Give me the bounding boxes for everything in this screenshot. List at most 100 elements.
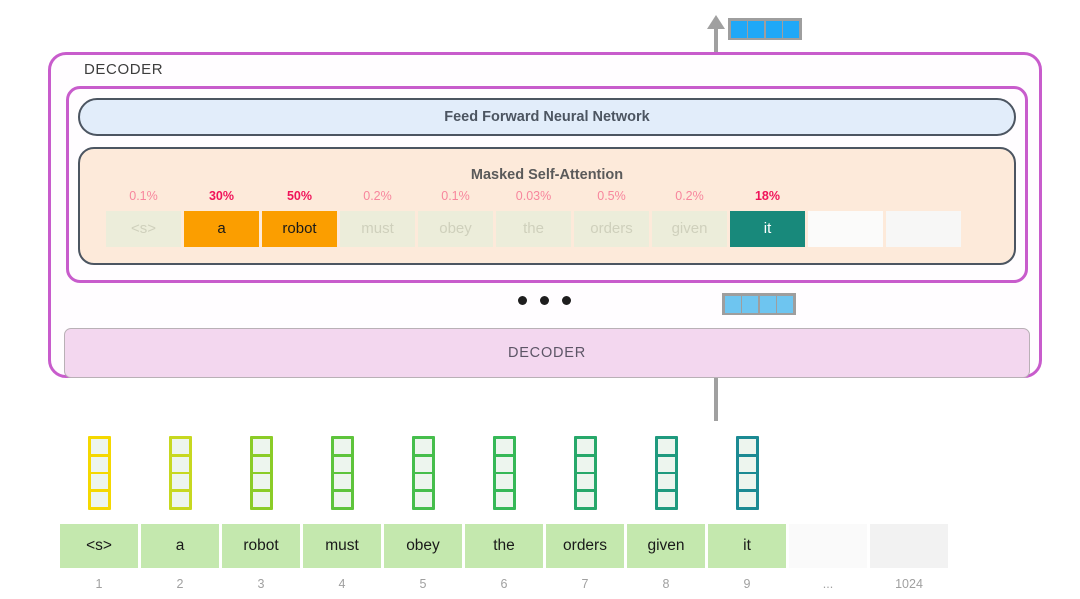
input-token-cell[interactable]: obey [384, 524, 462, 568]
embedding-cell [252, 439, 270, 454]
input-token-index: 5 [419, 577, 427, 591]
attention-token-cell[interactable]: it [730, 211, 805, 247]
input-token-index: 1 [95, 577, 103, 591]
embedding-column [546, 436, 624, 510]
vector-cell [783, 20, 799, 38]
embedding-cell [333, 491, 351, 507]
embedding-column [303, 436, 381, 510]
attention-column: 0.5% orders [574, 189, 649, 247]
attention-percent: 0.2% [675, 189, 704, 203]
input-token-cell[interactable]: <s> [60, 524, 138, 568]
embedding-cell [414, 474, 432, 489]
input-token-index: 7 [581, 577, 589, 591]
embedding-cell [495, 474, 513, 489]
attention-percent: 0.5% [597, 189, 626, 203]
attention-column: 0.1% obey [418, 189, 493, 247]
ellipsis-dot [540, 296, 549, 305]
attention-percent [808, 189, 883, 204]
input-token-cell[interactable]: orders [546, 524, 624, 568]
attention-token-cell[interactable]: <s> [106, 211, 181, 247]
input-token-column: it 9 [708, 524, 786, 591]
input-token-cell[interactable]: robot [222, 524, 300, 568]
embedding-cell [738, 491, 756, 507]
input-token-column: the 6 [465, 524, 543, 591]
input-token-index: ... [822, 577, 834, 591]
masked-self-attention-title: Masked Self-Attention [470, 167, 624, 183]
attention-column [886, 189, 961, 247]
attention-token-cell[interactable]: obey [418, 211, 493, 247]
embedding-cell [576, 456, 594, 472]
feed-forward-title: Feed Forward Neural Network [444, 109, 650, 125]
input-token-cell[interactable] [789, 524, 867, 568]
attention-percent: 50% [286, 189, 313, 203]
decoder-lower-box: DECODER [64, 328, 1030, 378]
embedding-cell [495, 456, 513, 472]
attention-token-cell[interactable]: the [496, 211, 571, 247]
attention-token-cell[interactable] [886, 211, 961, 247]
attention-token-cell[interactable]: must [340, 211, 415, 247]
attention-token-cell[interactable] [808, 211, 883, 247]
embedding-cell [657, 474, 675, 489]
embedding-cell [738, 474, 756, 489]
input-token-index: 4 [338, 577, 346, 591]
attention-token-cell[interactable]: robot [262, 211, 337, 247]
vector-cell [730, 20, 747, 38]
embedding-cell [738, 439, 756, 454]
attention-token-cell[interactable]: orders [574, 211, 649, 247]
attention-column: 50% robot [262, 189, 337, 247]
embedding-cell [414, 456, 432, 472]
embedding-column [627, 436, 705, 510]
input-token-cell[interactable]: a [141, 524, 219, 568]
decoder-lower-label: DECODER [507, 345, 587, 361]
attention-percent: 0.1% [441, 189, 470, 203]
embedding-cell [657, 491, 675, 507]
attention-percent: 0.1% [129, 189, 158, 203]
vector-cell [759, 295, 776, 313]
embedding-column [384, 436, 462, 510]
embedding-vector [330, 436, 354, 510]
ellipsis-dot [562, 296, 571, 305]
embedding-cell [576, 439, 594, 454]
input-token-column: ... [789, 524, 867, 591]
embedding-column [141, 436, 219, 510]
attention-token-cell[interactable]: given [652, 211, 727, 247]
embedding-column [222, 436, 300, 510]
output-vector-top [728, 18, 802, 40]
embedding-vector [168, 436, 192, 510]
attention-column: 0.2%must [340, 189, 415, 247]
decoder-stack-ellipsis [518, 296, 571, 305]
input-token-cell[interactable]: must [303, 524, 381, 568]
embedding-cell [576, 474, 594, 489]
attention-percent [886, 189, 961, 204]
attention-column: 18%it [730, 189, 805, 247]
attention-percent: 0.03% [515, 189, 552, 203]
embedding-vector [249, 436, 273, 510]
embedding-column [870, 436, 948, 510]
feed-forward-neural-network-box: Feed Forward Neural Network [78, 98, 1016, 136]
input-token-cell[interactable] [870, 524, 948, 568]
input-token-index: 2 [176, 577, 184, 591]
attention-column: 0.1% <s> [106, 189, 181, 247]
embedding-cell [171, 491, 189, 507]
embedding-cell [414, 439, 432, 454]
embedding-cell [495, 439, 513, 454]
embedding-cell [171, 456, 189, 472]
embedding-vector [492, 436, 516, 510]
attention-column [808, 189, 883, 247]
embedding-vectors-row [60, 436, 948, 510]
embedding-cell [90, 456, 108, 472]
input-token-index: 9 [743, 577, 751, 591]
attention-token-cell[interactable]: a [184, 211, 259, 247]
input-token-cell[interactable]: the [465, 524, 543, 568]
input-token-cell[interactable]: given [627, 524, 705, 568]
input-token-index: 6 [500, 577, 508, 591]
embedding-cell [252, 474, 270, 489]
embedding-cell [171, 439, 189, 454]
input-token-index: 3 [257, 577, 265, 591]
embedding-cell [90, 474, 108, 489]
embedding-column [708, 436, 786, 510]
input-token-cell[interactable]: it [708, 524, 786, 568]
embedding-cell [90, 491, 108, 507]
